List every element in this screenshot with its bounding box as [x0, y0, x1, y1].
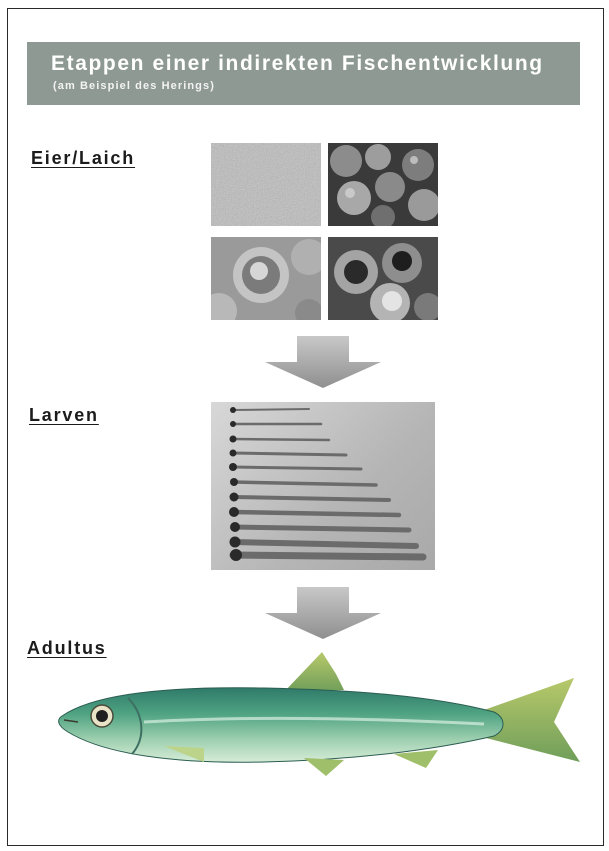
page-subtitle: (am Beispiel des Herings) — [53, 80, 215, 92]
stage-label-larvae: Larven — [29, 405, 99, 426]
stage-label-eggs: Eier/Laich — [31, 148, 135, 169]
page-title: Etappen einer indirekten Fischentwicklun… — [51, 52, 544, 76]
egg-photo-closeup-1 — [328, 143, 438, 226]
egg-photo-spawn — [211, 143, 321, 226]
arrow-down-icon — [265, 587, 381, 639]
arrow-down-icon — [265, 336, 381, 388]
egg-photo-closeup-3 — [328, 237, 438, 320]
egg-photo-closeup-2 — [211, 237, 321, 320]
larvae-photo — [211, 402, 435, 570]
herring-illustration — [54, 650, 584, 785]
